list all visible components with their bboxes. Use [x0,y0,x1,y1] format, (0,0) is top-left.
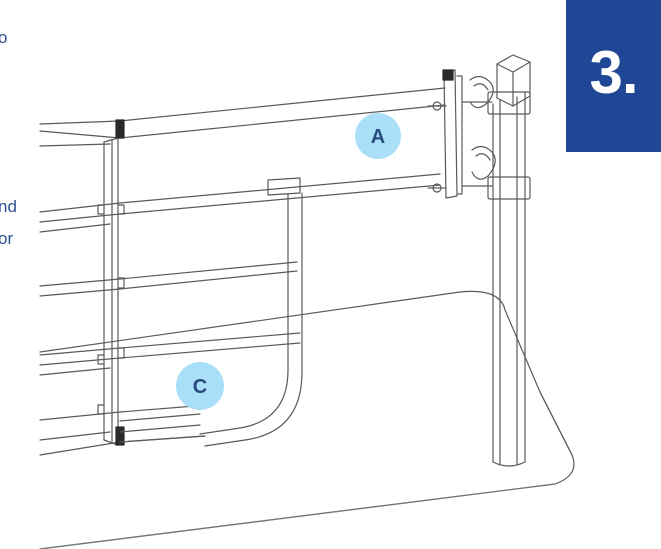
left-vertical-post [97,119,125,446]
callout-c: C [176,362,224,410]
instruction-text-fragment-2: nd [0,197,17,216]
step-number-badge: 3. [566,0,661,152]
instruction-text-fragment-1: o [0,28,8,47]
hinge-brackets [462,75,531,200]
callout-c-label: C [193,376,207,398]
instruction-text-fragment-3: or [0,229,14,248]
step-number: 3. [589,38,638,106]
post-cap-block [496,54,531,107]
latch-plate [427,69,463,199]
inner-swing-section [119,177,303,447]
right-upright-post [492,91,526,467]
callout-a-label: A [371,126,385,148]
callout-a: A [355,113,401,159]
platform-outline [39,290,575,549]
